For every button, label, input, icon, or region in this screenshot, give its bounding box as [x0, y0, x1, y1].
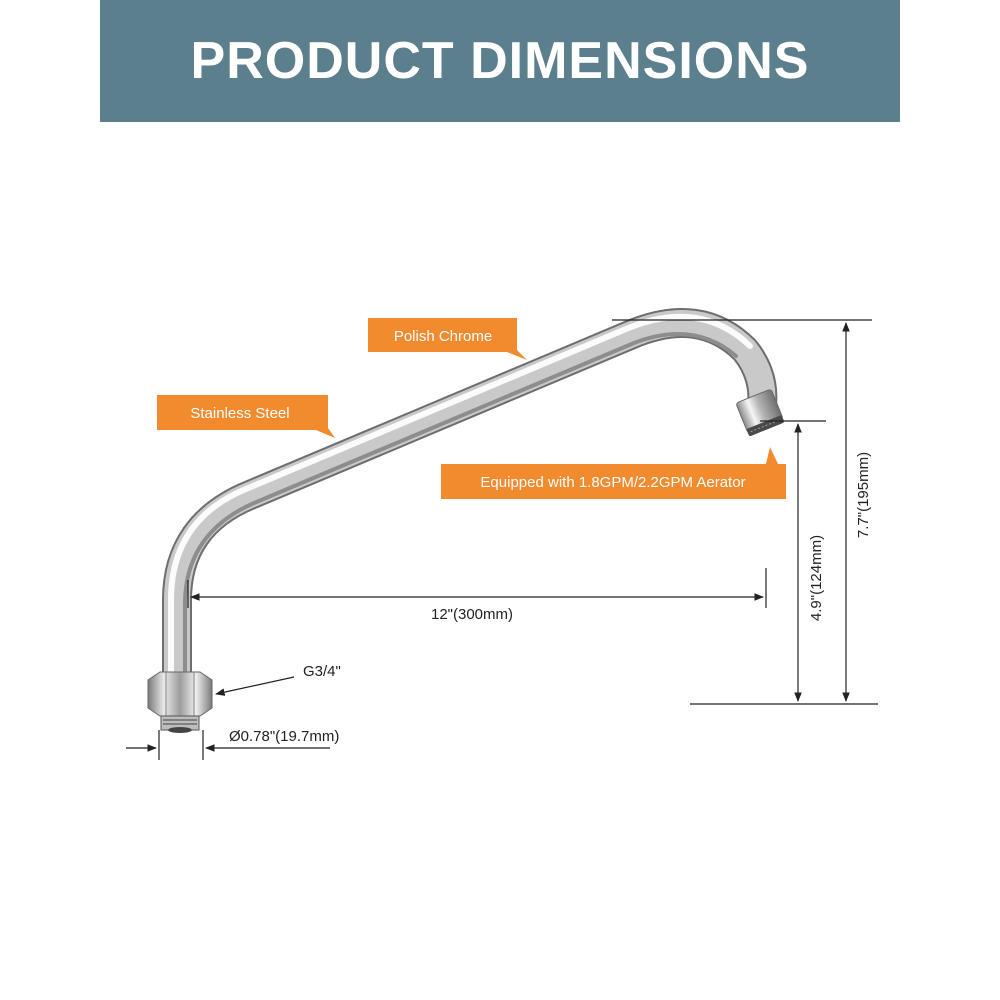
callout-polish-chrome: Polish Chrome [368, 318, 527, 360]
callout-aerator: Equipped with 1.8GPM/2.2GPM Aerator [441, 447, 786, 499]
faucet-spout [162, 308, 778, 683]
outlet-height-dimension: 4.9"(124mm) [794, 423, 825, 702]
outlet-height-label: 4.9"(124mm) [808, 535, 825, 621]
length-label: 12"(300mm) [431, 606, 513, 623]
diameter-dimension: Ø0.78"(19.7mm) [126, 728, 339, 760]
length-dimension: 12"(300mm) [187, 568, 767, 623]
page-title: PRODUCT DIMENSIONS [190, 32, 810, 90]
diameter-label: Ø0.78"(19.7mm) [229, 728, 339, 745]
thread-label: G3/4" [303, 663, 341, 680]
thread-dimension: G3/4" [215, 663, 341, 696]
callout-aerator-label: Equipped with 1.8GPM/2.2GPM Aerator [480, 474, 745, 491]
total-height-dimension: 7.7"(195mm) [842, 322, 872, 702]
header-banner: PRODUCT DIMENSIONS [100, 0, 900, 122]
callout-polish-chrome-label: Polish Chrome [394, 328, 492, 345]
callout-stainless-steel: Stainless Steel [157, 395, 335, 438]
total-height-label: 7.7"(195mm) [855, 452, 872, 538]
callout-stainless-steel-label: Stainless Steel [190, 405, 289, 422]
hex-nut [147, 671, 213, 733]
